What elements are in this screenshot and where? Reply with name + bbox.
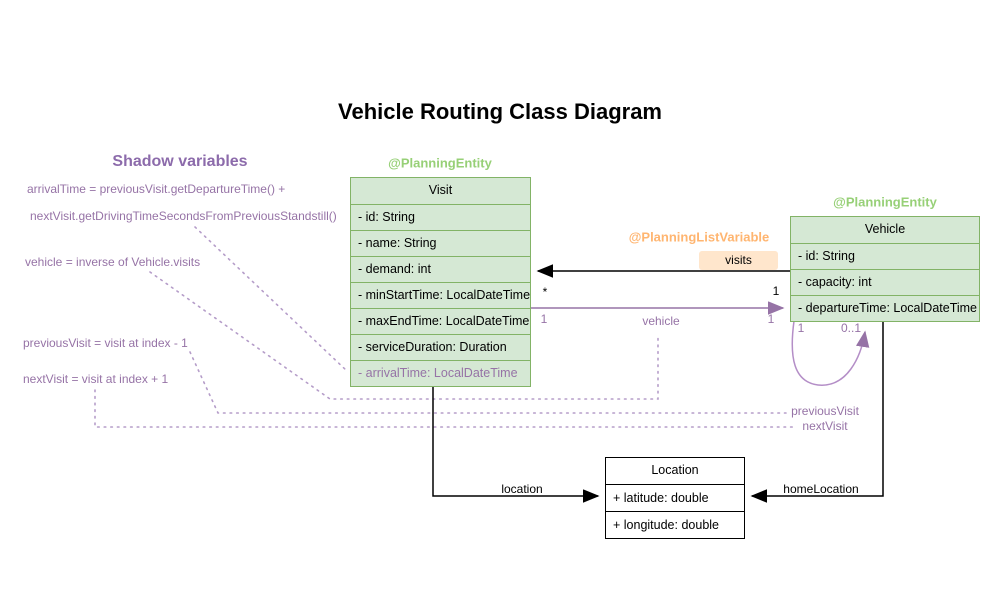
vehicle-edge-mult-visit: 1 <box>540 312 548 326</box>
visit-attr-minstarttime: - minStartTime: LocalDateTime <box>351 282 530 308</box>
visit-class-box: Visit - id: String - name: String - dema… <box>350 177 531 387</box>
vehicle-edge-mult-vehicle: 1 <box>767 312 775 326</box>
location-attr-longitude: + longitude: double <box>606 511 744 538</box>
diagram-title: Vehicle Routing Class Diagram <box>338 99 662 124</box>
vehicle-class-name: Vehicle <box>864 222 906 236</box>
visit-attr-serviceduration: - serviceDuration: Duration <box>351 334 530 360</box>
homelocation-edge <box>750 320 884 503</box>
vehicle-attr-departuretime: - departureTime: LocalDateTime <box>791 295 979 321</box>
planning-list-variable-annotation: @PlanningListVariable <box>628 229 770 245</box>
shadow-var-arrivaltime-line2: nextVisit.getDrivingTimeSecondsFromPrevi… <box>30 209 337 223</box>
visit-attr-id: - id: String <box>351 204 530 230</box>
shadow-var-arrivaltime-line1: arrivalTime = previousVisit.getDeparture… <box>27 182 286 196</box>
nextvisit-label: nextVisit <box>802 419 848 433</box>
previousvisit-connector <box>189 351 787 414</box>
visit-attr-name: - name: String <box>351 230 530 256</box>
vehicle-attr-id: - id: String <box>791 243 979 269</box>
location-class-name: Location <box>651 463 699 477</box>
visits-edge-mult-vehicle: 1 <box>772 284 780 298</box>
location-attr-latitude: + latitude: double <box>606 484 744 511</box>
location-edge <box>432 385 600 503</box>
shadow-var-nextvisit: nextVisit = visit at index + 1 <box>23 372 169 386</box>
vehicle-planning-entity-annotation: @PlanningEntity <box>833 194 937 210</box>
vehicle-edge-label: vehicle <box>642 314 680 328</box>
shadow-var-previousvisit: previousVisit = visit at index - 1 <box>23 336 188 350</box>
visit-planning-entity-annotation: @PlanningEntity <box>388 155 492 171</box>
visits-edge-label: visits <box>699 251 778 270</box>
vehicle-self-loop-edge <box>791 320 870 386</box>
previousvisit-label: previousVisit <box>791 404 859 418</box>
shadow-connectors <box>94 226 798 428</box>
visit-attr-maxendtime: - maxEndTime: LocalDateTime <box>351 308 530 334</box>
shadow-variables-header: Shadow variables <box>112 153 248 170</box>
visit-attr-arrivaltime: - arrivalTime: LocalDateTime <box>351 360 530 386</box>
vehicle-class-box: Vehicle - id: String - capacity: int - d… <box>790 216 980 322</box>
visit-class-name: Visit <box>428 183 453 197</box>
nextvisit-connector <box>94 389 798 428</box>
vehicle-attr-capacity: - capacity: int <box>791 269 979 295</box>
self-loop-mult-source: 1 <box>797 321 805 335</box>
visit-attr-demand: - demand: int <box>351 256 530 282</box>
vehicle-connector <box>149 271 659 400</box>
arrivaltime-connector <box>194 226 348 372</box>
homelocation-edge-label: homeLocation <box>783 482 859 496</box>
location-edge-label: location <box>501 482 543 496</box>
shadow-var-vehicle: vehicle = inverse of Vehicle.visits <box>25 255 201 269</box>
location-class-box: Location + latitude: double + longitude:… <box>605 457 745 539</box>
self-loop-mult-target: 0..1 <box>840 321 862 335</box>
visits-edge-mult-visit: * <box>542 285 548 299</box>
